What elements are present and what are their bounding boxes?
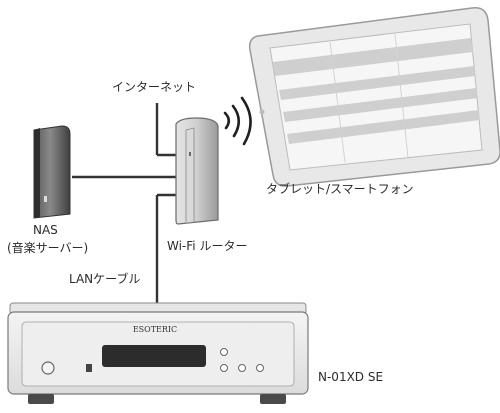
knob-2 [220,364,228,372]
tablet-screen-rows [273,38,480,144]
player-model-label: N-01XD SE [318,370,384,384]
wifi-router [175,117,219,225]
lan-cable-label: LANケーブル [69,272,141,286]
router-front [185,127,195,224]
knob-3 [238,364,246,372]
tablet-row [287,110,480,144]
router-label: Wi-Fi ルーター [167,239,248,253]
router-body [175,117,219,225]
cd-player: ESOTERIC [7,302,309,404]
brand-logo: ESOTERIC [133,325,177,334]
player-display [102,345,206,367]
router-led [189,152,191,156]
nas-led [44,196,47,202]
nas-device [33,125,71,219]
foot-left [28,394,54,404]
nas-subtitle: (音楽サーバー) [7,241,89,255]
tablet-row [283,88,478,122]
internet-label: インターネット [112,80,197,94]
nas-face [34,128,40,218]
usb-port [86,364,92,372]
knob-1 [220,348,228,356]
power-button [41,361,55,375]
tablet-camera [259,109,265,115]
tablet-screen-cols [329,33,409,163]
cables [72,103,178,305]
tablet-row [279,66,475,100]
wifi-waves-icon [223,96,252,146]
nas-title: NAS [33,223,58,237]
nas-body [33,125,71,219]
tablet-row [273,38,473,76]
tablet-label: タブレット/スマートフォン [266,182,414,196]
tablet [248,7,500,187]
knob-4 [256,364,264,372]
foot-right [260,394,286,404]
